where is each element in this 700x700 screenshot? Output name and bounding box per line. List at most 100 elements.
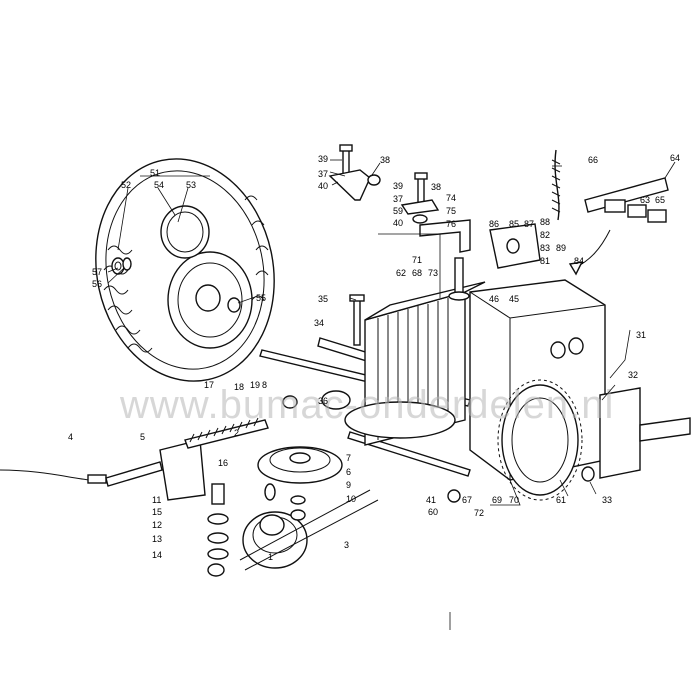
callout-37-lower: 37 [393,194,403,204]
bolt-16 [211,483,225,505]
callout-86: 86 [489,219,499,229]
washer-15 [207,513,229,525]
washer-13 [207,548,229,560]
watermark-text: www.bumac-onderdelen.nl [119,383,614,427]
callout-40-upper: 40 [318,181,328,191]
callout-3: 3 [344,540,349,550]
gearbox-block [344,279,691,501]
housing-hole-2 [568,337,584,355]
callout-83: 83 [540,243,550,253]
callout-51: 51 [150,168,160,178]
callout-5: 5 [140,432,145,442]
callout-65: 65 [655,195,665,205]
callout-56: 56 [92,279,102,289]
washer-59 [412,214,428,224]
callout-60: 60 [428,507,438,517]
part-65a [627,204,647,218]
callout-10: 10 [346,494,356,504]
callout-4: 4 [68,432,73,442]
callout-32: 32 [628,370,638,380]
output-housing [599,387,641,479]
spring-17 [184,419,269,449]
washer-57 [111,257,125,275]
hub-cap-inner [166,211,204,253]
callout-1: 1 [268,552,273,562]
callout-36: 36 [318,396,328,406]
arrow-head [568,261,584,276]
v-belt-3 [239,489,379,571]
callout-33: 33 [602,495,612,505]
callout-59: 59 [393,206,403,216]
output-shaft [639,417,691,442]
callout-17: 17 [204,380,214,390]
housing-hole-1 [550,341,566,359]
callout-38-lower: 38 [431,182,441,192]
callout-74: 74 [446,193,456,203]
callout-13: 13 [152,534,162,544]
linkage [489,149,669,276]
pulley-7 [257,446,343,484]
callout-63: 63 [640,195,650,205]
callout-71: 71 [412,255,422,265]
callout-61: 61 [556,495,566,505]
nut-14 [207,563,225,577]
callout-12: 12 [152,520,162,530]
chain-sprocket [501,384,579,496]
callout-35: 35 [318,294,328,304]
callout-34: 34 [314,318,324,328]
callout-75: 75 [446,206,456,216]
nut-60 [447,489,461,503]
callout-31: 31 [636,330,646,340]
drive-chain [497,379,583,501]
hub [195,284,221,312]
callout-14: 14 [152,550,162,560]
washer-10 [290,509,306,521]
nut-38-upper [367,174,381,186]
bracket-38-upper [328,169,371,201]
callout-73: 73 [428,268,438,278]
part-63 [604,199,626,213]
pulley-36 [321,390,351,410]
callout-70: 70 [509,495,519,505]
callout-39-lower: 39 [393,181,403,191]
callout-68: 68 [412,268,422,278]
top-bolts [328,144,471,346]
pulley-1 [242,511,308,569]
bushing-18 [282,395,298,409]
callout-72: 72 [474,508,484,518]
callout-64: 64 [670,153,680,163]
callout-76: 76 [446,219,456,229]
callout-67: 67 [462,495,472,505]
callout-15: 15 [152,507,162,517]
rim-inner [177,262,243,338]
pulley-plate [344,401,456,439]
tire-tread [103,195,269,353]
callout-87: 87 [524,219,534,229]
callout-labels: 1 2 3 4 5 6 7 8 9 10 11 12 13 14 15 16 1… [68,153,680,562]
callout-11: 11 [152,495,161,505]
callout-53: 53 [186,180,196,190]
callout-16: 16 [218,458,228,468]
callout-9: 9 [346,480,351,490]
callout-84: 84 [574,256,584,266]
callout-40-lower: 40 [393,218,403,228]
bracket-37-lower [400,199,440,215]
control-cable [0,469,91,481]
callout-62: 62 [396,268,406,278]
callout-37-upper: 37 [318,169,328,179]
callout-85: 85 [509,219,519,229]
callout-38-upper: 38 [380,155,390,165]
clip-56 [122,257,132,271]
callout-57: 57 [92,267,102,277]
washer-9 [290,495,306,505]
callout-39-upper: 39 [318,154,328,164]
leader-lines [107,159,676,630]
bracket-5 [159,439,206,501]
callout-89: 89 [556,243,566,253]
callout-19: 19 [250,380,260,390]
wheel-assembly [95,158,275,382]
hub-cap [160,205,210,259]
bolt-35 [353,299,361,346]
